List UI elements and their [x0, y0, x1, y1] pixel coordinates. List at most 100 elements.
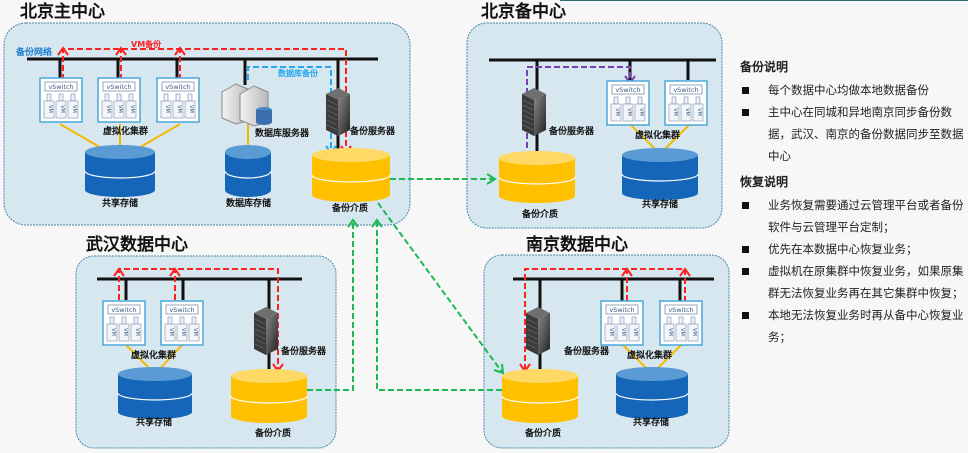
vm-label: VM: [626, 108, 632, 116]
vm-icon: [172, 100, 184, 119]
backup-notes-heading: 备份说明: [740, 60, 789, 74]
storage-disk-icon: [84, 145, 156, 197]
backup-server-label: 备份服务器: [548, 125, 595, 137]
square-bullet-icon: [742, 312, 749, 319]
vm-icon: [622, 103, 634, 122]
vm-icon: [663, 323, 675, 342]
backup-server-icon: [522, 88, 546, 136]
backup-network-label: 备份网络: [15, 46, 52, 58]
database-server-icon: [221, 83, 272, 127]
note-item: 业务恢复需要通过云管理平台或者备份软件与云管理平台定制；: [736, 194, 966, 238]
storage-disk-icon: [224, 145, 272, 197]
vm-icon: [604, 323, 616, 342]
backup-server-label: 备份服务器: [280, 345, 327, 357]
note-text: 虚拟机在原集群中恢复业务，如果原集群无法恢复业务再在其它集群中恢复；: [768, 264, 964, 300]
backup-server-icon: [326, 88, 350, 136]
vm-icon: [125, 100, 137, 119]
vm-label: VM: [620, 328, 626, 336]
backup-media-label: 备份介质: [524, 427, 561, 439]
vm-label: VM: [691, 328, 697, 336]
vm-icon: [680, 103, 692, 122]
vm-icon: [634, 103, 646, 122]
vm-icon: [67, 100, 79, 119]
arrow-up-icon: [371, 218, 383, 228]
vm-label: VM: [176, 105, 182, 113]
vswitch-label: vSwitch: [48, 83, 73, 91]
square-bullet-icon: [742, 202, 749, 209]
square-bullet-icon: [742, 87, 749, 94]
vm-icon: [106, 323, 118, 342]
vswitch-label: vSwitch: [111, 306, 136, 314]
backup-media-icon: [230, 369, 308, 423]
backup-server-label: 备份服务器: [349, 125, 396, 137]
vswitch-label: vSwitch: [169, 306, 194, 314]
vm-backup-label: VM备份: [131, 39, 162, 49]
shared-storage-label: 共享存储: [642, 198, 678, 210]
vm-label: VM: [192, 328, 198, 336]
arrow-up-icon: [57, 46, 69, 56]
vm-label: VM: [188, 105, 194, 113]
shared-storage-label: 共享存储: [136, 416, 172, 428]
vm-label: VM: [608, 328, 614, 336]
vm-label: VM: [164, 105, 170, 113]
shared-storage-label: 共享存储: [633, 416, 669, 428]
vm-label: VM: [110, 328, 116, 336]
vm-backup-flow: [118, 268, 279, 370]
vm-icon: [113, 100, 125, 119]
backup-media-icon: [501, 369, 579, 423]
vswitch-label: vSwitch: [165, 83, 190, 91]
vm-icon: [130, 323, 142, 342]
note-item: 优先在本数据中心恢复业务；: [736, 238, 966, 260]
arrow-up-icon: [113, 267, 125, 277]
backup-notes-list: 每个数据中心均做本地数据备份 主中心在同城和异地南京同步备份数据，武汉、南京的备…: [736, 79, 966, 167]
vm-icon: [668, 103, 680, 122]
vswitch-label: vSwitch: [673, 86, 698, 94]
cluster-label: 虚拟化集群: [131, 349, 176, 361]
backup-server-label: 备份服务器: [563, 345, 610, 357]
vswitch-label: vSwitch: [609, 306, 634, 314]
vm-label: VM: [168, 328, 174, 336]
vm-label: VM: [667, 328, 673, 336]
cluster-label: 虚拟化集群: [635, 129, 680, 141]
vswitch-label: vSwitch: [615, 86, 640, 94]
vm-icon: [160, 100, 172, 119]
vm-label: VM: [129, 105, 135, 113]
square-bullet-icon: [742, 246, 749, 253]
arrow-up-icon: [347, 218, 359, 228]
replication-flow-wuhan-to-main: [307, 220, 354, 391]
vm-label: VM: [134, 328, 140, 336]
note-item: 虚拟机在原集群中恢复业务，如果原集群无法恢复业务再在其它集群中恢复；: [736, 260, 966, 304]
vswitch-label: vSwitch: [668, 306, 693, 314]
backup-media-label: 备份介质: [521, 208, 558, 220]
db-storage-label: 数据库存储: [226, 197, 271, 209]
vm-icon: [164, 323, 176, 342]
note-text: 优先在本数据中心恢复业务；: [768, 242, 918, 256]
notes-panel: 备份说明 每个数据中心均做本地数据备份 主中心在同城和异地南京同步备份数据，武汉…: [736, 52, 966, 348]
restore-notes-heading: 恢复说明: [740, 175, 789, 189]
vm-icon: [55, 100, 67, 119]
header-rule: [560, 0, 968, 1]
dc-title-nanjing: 南京数据中心: [526, 234, 628, 255]
vm-label: VM: [638, 108, 644, 116]
arrow-right-icon: [486, 173, 497, 185]
vm-backup-flow: [524, 268, 686, 370]
note-item: 本地无法恢复业务时再从备中心恢复业务；: [736, 304, 966, 348]
replication-flows: [307, 173, 505, 391]
vm-label: VM: [105, 105, 111, 113]
cluster-label: 虚拟化集群: [103, 125, 148, 137]
vm-label: VM: [59, 105, 65, 113]
vm-icon: [610, 103, 622, 122]
note-text: 业务恢复需要通过云管理平台或者备份软件与云管理平台定制；: [768, 198, 964, 234]
vm-label: VM: [117, 105, 123, 113]
replication-flow-nanjing-to-main: [376, 220, 502, 391]
vswitch-label: vSwitch: [106, 83, 131, 91]
db-backup-label: 数据库备份: [278, 68, 319, 78]
